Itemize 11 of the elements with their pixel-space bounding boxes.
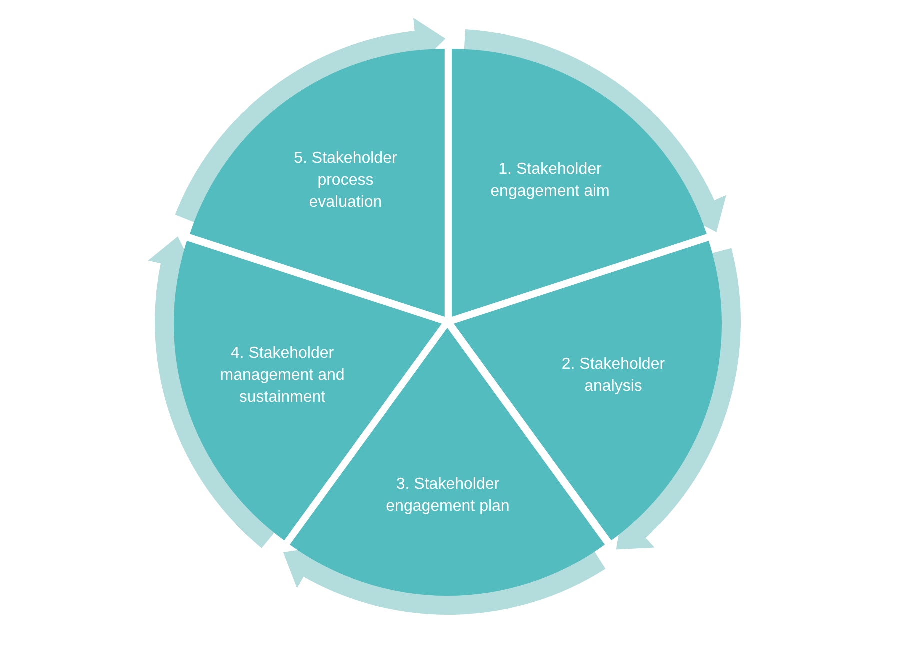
cycle-segment: [190, 49, 444, 318]
segment-label: 2. Stakeholder analysis: [560, 354, 666, 397]
cycle-arrow: [617, 248, 741, 551]
cycle-arrow: [148, 236, 276, 548]
cycle-segment: [452, 49, 706, 318]
segment-label: 1. Stakeholder engagement aim: [490, 160, 611, 202]
segment-label: 5. Stakeholder process evaluation: [293, 149, 398, 214]
cycle-arrow: [176, 18, 446, 224]
cycle-arrow: [464, 30, 726, 232]
segment-label: 4. Stakeholder management and sustainment: [219, 344, 346, 408]
segment-label: 3. Stakeholder engagement plan: [385, 475, 511, 517]
